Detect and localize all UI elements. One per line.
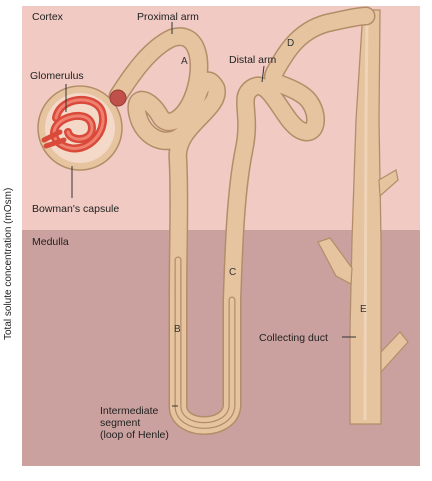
collecting-duct-label: Collecting duct <box>259 332 328 344</box>
segment-letter-c: C <box>229 267 236 278</box>
glomerulus-label: Glomerulus <box>30 70 84 82</box>
proximal-arm-label: Proximal arm <box>137 11 199 23</box>
leader-lines <box>65 22 356 407</box>
collecting-duct <box>317 9 409 425</box>
bowmans-capsule-label: Bowman's capsule <box>32 203 119 215</box>
segment-letter-a: A <box>181 56 188 67</box>
tubule <box>108 6 376 435</box>
glomerulus <box>41 95 108 153</box>
medulla-label: Medulla <box>32 236 69 248</box>
distal-arm-label: Distal arm <box>229 54 277 66</box>
segment-letter-e: E <box>360 304 367 315</box>
intermediate-segment-label-1: Intermediate <box>100 405 159 417</box>
intermediate-segment-label-3: (loop of Henle) <box>100 429 169 441</box>
segment-letter-d: D <box>287 38 294 49</box>
segment-letter-b: B <box>174 324 181 335</box>
intermediate-segment-label-2: segment <box>100 417 140 429</box>
y-axis-label: Total solute concentration (mOsm) <box>3 188 14 340</box>
cortex-label: Cortex <box>32 11 64 23</box>
